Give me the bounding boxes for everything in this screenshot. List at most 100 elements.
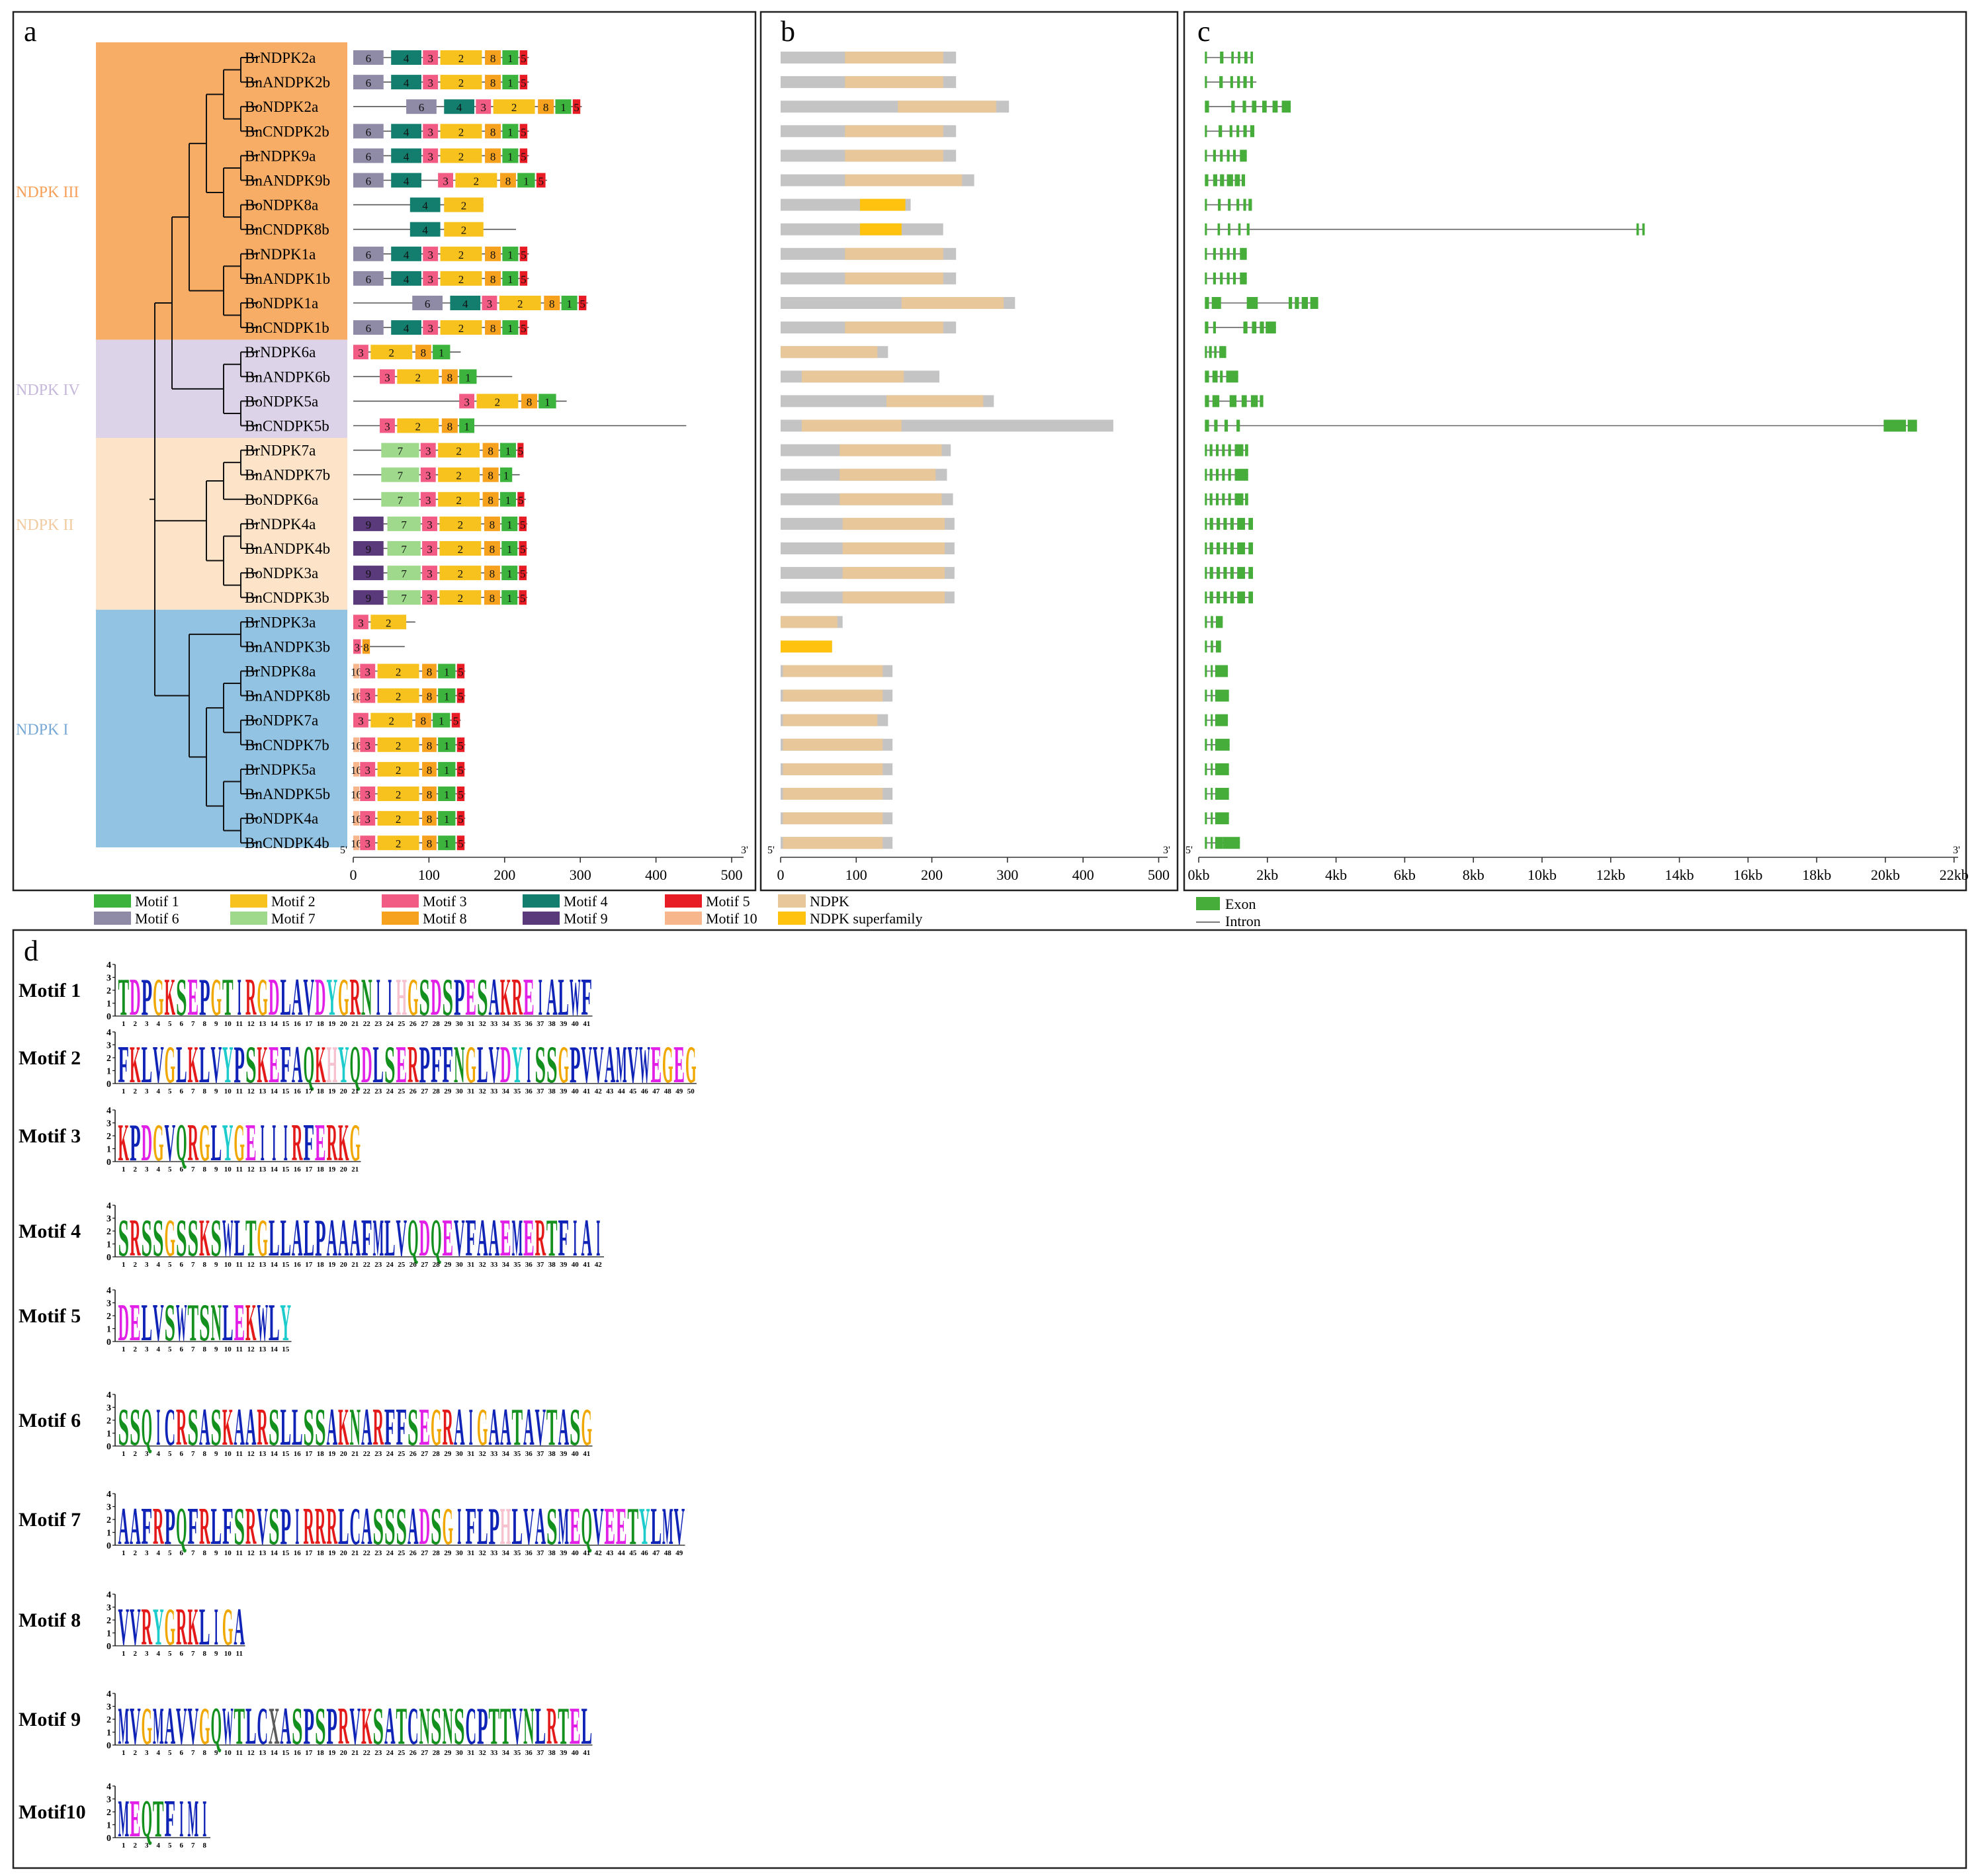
exon-box [1205, 174, 1209, 187]
logo-position: 3 [145, 1166, 149, 1173]
motif-box [438, 443, 480, 458]
exon-box [1223, 567, 1227, 579]
motif-box [397, 418, 439, 433]
logo-position: 8 [203, 1650, 207, 1658]
exon-box [1209, 444, 1213, 456]
motif-box [456, 688, 465, 703]
logo-letter: R [408, 1036, 419, 1094]
logo-position: 5 [168, 1650, 172, 1658]
motif-box [422, 737, 437, 752]
logo-letter: I [376, 968, 380, 1027]
exon-box [1223, 591, 1227, 604]
logo-letter: S [210, 1398, 222, 1457]
exon-box [1211, 788, 1213, 800]
motif-box [456, 787, 465, 801]
logo-position: 3 [145, 1650, 149, 1658]
motif-box [484, 541, 500, 556]
logo-position: 1 [122, 1749, 126, 1757]
logo-position: 21 [351, 1020, 359, 1028]
motif-number: 8 [363, 641, 369, 654]
motif-box [353, 787, 360, 801]
logo-letter: P [130, 1114, 141, 1172]
exon-box [1205, 149, 1207, 162]
motif-box [485, 271, 501, 286]
motif-number: 2 [389, 347, 395, 359]
logo-letter: Q [141, 1790, 152, 1848]
logo-letter: K [199, 1209, 210, 1267]
logo-y-tick-label: 4 [107, 1028, 111, 1038]
motif-box [440, 75, 482, 90]
motif-box [456, 761, 465, 777]
motif-box [519, 124, 528, 139]
motif-box [362, 639, 370, 654]
exon-box [1237, 76, 1240, 89]
logo-letter: V [176, 1697, 187, 1756]
motif-box [502, 75, 519, 90]
logo-position: 29 [444, 1087, 452, 1095]
legend-swatch [778, 894, 806, 908]
motif-number: 4 [404, 322, 409, 335]
logo-position: 7 [191, 1749, 195, 1757]
axis-kb-tick-label: 12kb [1596, 867, 1625, 883]
domain-box [783, 689, 883, 702]
exon-box [1230, 567, 1234, 579]
logo-position: 7 [191, 1549, 195, 1557]
axis-kb-tick-label: 8kb [1463, 867, 1484, 883]
logo-position: 23 [374, 1087, 382, 1095]
logo-position: 9 [214, 1261, 218, 1269]
motif-box [377, 688, 419, 703]
logo-letter: I [295, 1498, 299, 1556]
logo-position: 38 [548, 1450, 556, 1458]
logo-letter: M [372, 1209, 384, 1267]
logo-position: 43 [606, 1087, 614, 1095]
logo-position: 13 [259, 1450, 267, 1458]
logo-position: 15 [282, 1087, 290, 1095]
exon-box [1205, 321, 1209, 334]
logo-letter: C [408, 1697, 419, 1756]
exon-box [1215, 837, 1223, 849]
motif-box [450, 296, 481, 310]
logo-position: 36 [525, 1749, 533, 1757]
motif-number: 1 [507, 150, 513, 163]
logo-y-tick-label: 3 [107, 1503, 111, 1513]
motif-number: 5 [580, 298, 585, 310]
logo-letter: R [349, 968, 361, 1027]
logo-position: 20 [340, 1166, 348, 1173]
logo-y-tick-label: 3 [107, 1603, 111, 1613]
logo-y-tick-label: 3 [107, 1119, 111, 1129]
exon-box [1205, 370, 1209, 383]
gene-name: BrNDPK4a [245, 516, 316, 533]
motif-box [422, 835, 437, 851]
logo-position: 5 [168, 1749, 172, 1757]
logo-position: 12 [247, 1549, 255, 1557]
logo-position: 12 [247, 1450, 255, 1458]
exon-box [1237, 542, 1246, 554]
logo-letter: A [581, 1209, 592, 1267]
motif-box [381, 443, 419, 458]
logo-letter: A [408, 1498, 419, 1556]
logo-position: 1 [122, 1450, 126, 1458]
logo-letter: A [477, 1209, 488, 1267]
motif-box [353, 835, 360, 851]
logo-letter: S [210, 1209, 222, 1267]
logo-letter: S [396, 1498, 407, 1556]
exon-box [1228, 493, 1231, 505]
logo-letter: Y [222, 1036, 234, 1094]
logo-letter: N [361, 968, 372, 1027]
motif-box [353, 246, 384, 261]
logo-letter: I [469, 1398, 473, 1457]
logo-y-tick-label: 4 [107, 1390, 111, 1400]
exon-box [1205, 468, 1207, 481]
exon-box [1236, 198, 1240, 211]
exon-box [1211, 689, 1213, 702]
logo-position: 4 [157, 1749, 161, 1757]
motif-box [482, 443, 499, 458]
logo-letter: S [408, 1398, 419, 1457]
exon-box [1234, 444, 1244, 456]
motif-number: 5 [521, 126, 527, 138]
exon-box [1226, 247, 1230, 260]
logo-position: 32 [479, 1749, 487, 1757]
logo-position: 49 [675, 1087, 683, 1095]
logo-letter: S [372, 1498, 384, 1556]
